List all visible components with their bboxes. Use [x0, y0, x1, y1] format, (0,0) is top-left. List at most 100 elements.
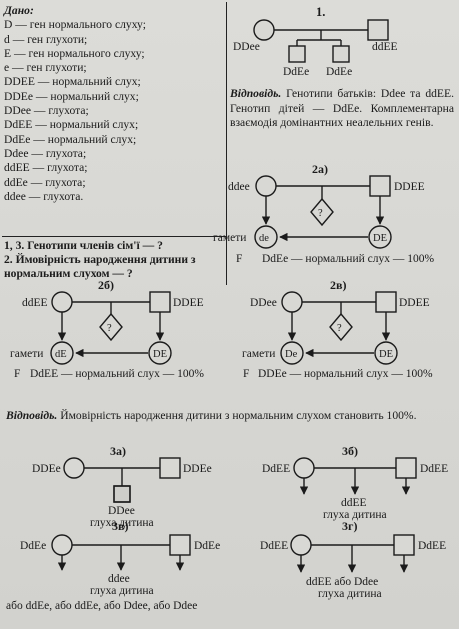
question-1-text: Генотипи членів сім'ї — ?	[24, 239, 163, 252]
female-symbol	[281, 291, 303, 313]
male-symbol	[375, 291, 397, 313]
diagram-2a-gamete-left: de	[259, 233, 269, 244]
female-symbol	[51, 291, 73, 313]
diagram-2b-gamete-left: dE	[55, 349, 67, 360]
male-child-symbol	[332, 45, 350, 63]
given-line: DdEE — нормальний слух;	[4, 118, 139, 132]
answer-2-text: Ймовірність народження дитини з нормальн…	[57, 409, 417, 422]
diagram-3d-note: глуха дитина	[318, 588, 382, 600]
questions-block: 1, 3. Генотипи членів сім'ї — ? 2. Ймові…	[4, 239, 226, 280]
male-symbol	[169, 534, 191, 556]
female-symbol	[51, 534, 73, 556]
answer-2-label: Відповідь.	[6, 409, 58, 422]
given-line: Ddee — глухота;	[4, 146, 87, 160]
answer-2: Відповідь. Ймовірність народження дитини…	[6, 409, 454, 423]
female-symbol	[290, 534, 312, 556]
diagram-2b-father: DDEE	[173, 297, 204, 309]
unknown-child-diamond	[329, 312, 353, 342]
diagram-3a-child: DDee	[108, 505, 135, 517]
given-line: ddee — глухота.	[4, 189, 84, 203]
diagram-3a-father: DDEe	[183, 463, 212, 475]
female-symbol	[293, 457, 315, 479]
diagram-2a-question: ?	[318, 208, 323, 219]
diagram-3d-mother: DdEE	[260, 540, 288, 552]
female-symbol	[63, 457, 85, 479]
diagram-3b-label: 3б)	[342, 444, 358, 458]
gamete-circle	[148, 341, 172, 365]
male-symbol	[367, 19, 389, 41]
question-2-text: Ймовірність народження дитини з нормальн…	[4, 252, 196, 280]
diagram-2c-mother: DDee	[250, 297, 277, 309]
diagram-2c-gamete-left: De	[285, 349, 298, 360]
male-symbol	[395, 457, 417, 479]
diagram-3c-father: DdEe	[194, 540, 220, 552]
question-2: 2. Ймовірність народження дитини з норма…	[4, 253, 226, 281]
diagram-2c-result: DDEe — нормальний слух — 100%	[258, 368, 433, 380]
female-symbol	[253, 19, 275, 41]
diagram-2b-question: ?	[107, 323, 112, 334]
diagram-2a-father: DDEE	[394, 181, 425, 193]
unknown-child-diamond	[99, 312, 123, 342]
diagram-3d-child: ddEE або Ddee	[306, 576, 378, 588]
diagram-2a-gametes-word: гамети	[213, 232, 246, 244]
diagram-3c	[51, 534, 191, 571]
diagram-2c-gametes-word: гамети	[242, 348, 275, 360]
diagram-3d	[290, 534, 415, 573]
diagram-2a-f-label: F	[236, 253, 242, 265]
male-symbol	[149, 291, 171, 313]
answer-1-label: Відповідь.	[230, 87, 282, 100]
gamete-circle	[368, 225, 392, 249]
gamete-circle	[254, 225, 278, 249]
diagram-2a-gamete-right: DE	[373, 233, 387, 244]
diagram-1-child: DdEe	[326, 66, 352, 78]
diagram-2b-mother: ddEE	[22, 297, 48, 309]
diagram-1-child: DdEe	[283, 66, 309, 78]
diagram-2b	[50, 291, 172, 365]
diagram-3a-label: 3а)	[110, 444, 126, 458]
diagram-3b-note: глуха дитина	[323, 509, 387, 521]
diagram-3a	[63, 457, 181, 503]
diagram-2c-gamete-right: DE	[379, 349, 393, 360]
given-divider-vertical	[226, 2, 228, 285]
diagram-1	[253, 19, 389, 63]
diagram-2b-f-label: F	[14, 368, 20, 380]
diagram-2a-result: DdEe — нормальний слух — 100%	[262, 253, 434, 265]
diagram-2c	[280, 291, 398, 365]
diagram-3b-child: ddEE	[341, 497, 367, 509]
question-1-number: 1, 3.	[4, 239, 25, 252]
given-line: DDEE — нормальний слух;	[4, 75, 141, 89]
diagram-2c-f-label: F	[243, 368, 249, 380]
diagram-2c-question: ?	[337, 323, 342, 334]
diagram-2a	[254, 175, 392, 249]
diagram-2b-result: DdEE — нормальний слух — 100%	[30, 368, 204, 380]
diagram-3b	[293, 457, 417, 495]
given-divider-horizontal	[2, 236, 226, 238]
diagram-3c-child: ddee	[108, 573, 130, 585]
diagram-3c-extra: або ddEe, або ddEe, або Ddee, або Ddee	[6, 600, 197, 612]
male-symbol	[369, 175, 391, 197]
given-line: E — ген нормального слуху;	[4, 46, 145, 60]
diagram-3c-label: 3в)	[112, 519, 128, 533]
male-symbol	[393, 534, 415, 556]
given-line: d — ген глухоти;	[4, 32, 88, 46]
diagram-1-mother: DDee	[233, 41, 260, 53]
diagram-2b-gametes-word: гамети	[10, 348, 43, 360]
given-line: e — ген глухоти;	[4, 61, 87, 75]
answer-1: Відповідь. Генотипи батьків: Ddee та ddE…	[230, 87, 454, 131]
gamete-circle	[50, 341, 74, 365]
given-line: DDEe — нормальний слух;	[4, 89, 139, 103]
diagram-2c-label: 2в)	[330, 278, 346, 292]
gamete-circle	[280, 341, 304, 365]
diagram-2a-label: 2а)	[312, 162, 328, 176]
diagram-1-label: 1.	[316, 5, 325, 19]
diagram-3c-note: глуха дитина	[90, 585, 154, 597]
given-line: DdEe — нормальний слух;	[4, 132, 137, 146]
given-block: Дано: D — ген нормального слуху; d — ген…	[4, 4, 226, 204]
given-line: ddEE — глухота;	[4, 161, 88, 175]
diagram-3d-father: DdEE	[418, 540, 446, 552]
diagram-2b-gamete-right: DE	[153, 349, 167, 360]
diagram-3b-father: DdEE	[420, 463, 448, 475]
given-line: D — ген нормального слуху;	[4, 18, 146, 32]
